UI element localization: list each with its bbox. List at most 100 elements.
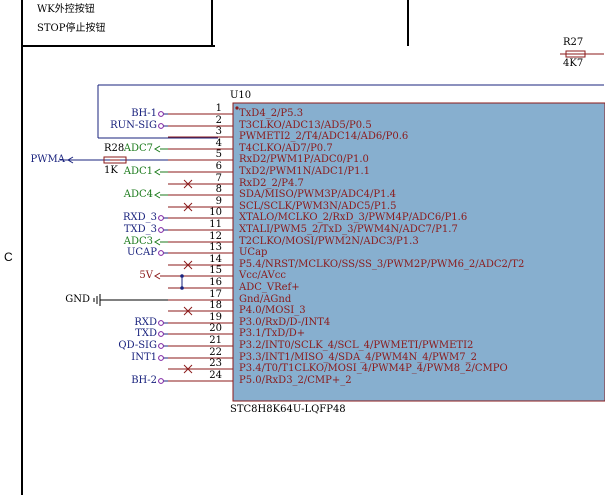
net-label-24: BH-2 — [131, 375, 157, 386]
pin-number-23: 23 — [209, 358, 222, 369]
pin-number-8: 8 — [215, 184, 222, 195]
r27-ref: R27 — [563, 37, 584, 48]
pin-number-3: 3 — [215, 126, 222, 137]
vcc-junction-b — [180, 286, 184, 290]
pin-number-1: 1 — [215, 103, 222, 114]
pin-function-24: P5.0/RxD3_2/CMP+_2 — [239, 375, 352, 386]
pin-function-18: P4.0/MOSI_3 — [239, 305, 306, 316]
net-label-4: ADC7 — [123, 143, 153, 154]
chip-part: STC8H8K64U-LQFP48 — [230, 404, 346, 415]
pin-function-10: XTALO/MCLKO_2/RxD_3/PWM4P/ADC6/P1.6 — [239, 212, 468, 223]
pin-function-19: P3.0/RxD/D-/INT4 — [239, 317, 331, 328]
vcc-net-label: 5V — [139, 270, 153, 281]
pin-function-12: T2CLKO/MOSI/PWM2N/ADC3/P1.3 — [239, 236, 419, 247]
pin-function-3: PWMETI2_2/T4/ADC14/AD6/P0.6 — [239, 131, 409, 142]
net-port-24 — [158, 378, 164, 384]
pin-function-5: RxD2/PWM1P/ADC0/P1.0 — [239, 154, 369, 165]
pin-number-11: 11 — [209, 219, 222, 230]
net-port-19 — [158, 320, 164, 326]
net-label-13: UCAP — [126, 247, 157, 258]
pwma-net-label: PWMA — [30, 154, 65, 165]
pin-number-5: 5 — [215, 149, 222, 160]
pin-function-1: TxD4_2/P5.3 — [239, 108, 304, 119]
pin-number-4: 4 — [215, 138, 222, 149]
gnd-net-label: GND — [65, 294, 90, 305]
vcc-arrow — [154, 272, 161, 280]
pin-number-22: 22 — [209, 347, 222, 358]
pin-number-2: 2 — [215, 115, 222, 126]
net-port-1 — [158, 111, 164, 117]
net-port-2 — [158, 123, 164, 129]
pin-function-15: Vcc/AVcc — [239, 270, 286, 281]
pwma-arrow — [67, 156, 74, 164]
pin-number-6: 6 — [215, 161, 222, 172]
nc-mark-b-14 — [183, 260, 193, 270]
net-arrow-6 — [154, 168, 161, 176]
pin-number-14: 14 — [209, 254, 222, 265]
pin-number-15: 15 — [209, 265, 222, 276]
net-label-20: TXD — [135, 328, 157, 339]
net-arrow-8 — [154, 191, 161, 199]
pin-number-9: 9 — [215, 196, 222, 207]
r27-value: 4K7 — [563, 58, 584, 69]
net-port-10 — [158, 215, 164, 221]
r28-ref: R28 — [104, 143, 125, 154]
pin-function-8: SDA/MISO/PWM3P/ADC4/P1.4 — [239, 189, 397, 200]
chip-ref: U10 — [230, 90, 252, 101]
pin-function-7: RxD2_2/P4.7 — [239, 178, 304, 189]
net-port-21 — [158, 343, 164, 349]
pin-function-4: T4CLKO/AD7/P0.7 — [239, 143, 333, 154]
net-label-8: ADC4 — [123, 189, 153, 200]
pin-function-22: P3.3/INT1/MISO_4/SDA_4/PWM4N_4/PWM7_2 — [239, 352, 477, 363]
chip-body — [232, 102, 605, 402]
vcc-junction-a — [180, 274, 184, 278]
pin-number-24: 24 — [209, 370, 222, 381]
pin-function-17: Gnd/AGnd — [239, 294, 292, 305]
net-label-22: INT1 — [131, 352, 157, 363]
net-port-22 — [158, 355, 164, 361]
pin-function-20: P3.1/TxD/D+ — [239, 328, 306, 339]
table-row-wk: WK外控按钮 — [37, 4, 95, 15]
r28-resistor-body — [103, 156, 127, 164]
net-label-19: RXD — [134, 317, 157, 328]
pin-number-20: 20 — [209, 323, 222, 334]
net-label-10: RXD_3 — [122, 212, 157, 223]
net-label-21: QD-SIG — [118, 340, 157, 351]
pin-function-9: SCL/SCLK/PWM3N/ADC5/P1.5 — [239, 201, 397, 212]
pin-number-10: 10 — [209, 207, 222, 218]
table-row-stop: STOP停止按钮 — [37, 23, 106, 34]
nc-mark-b-9 — [183, 202, 193, 212]
pin-function-21: P3.2/INT0/SCLK_4/SCL_4/PWMETI/PWMETI2 — [239, 340, 474, 351]
pin-number-18: 18 — [209, 300, 222, 311]
r28-value: 1K — [104, 165, 118, 176]
r27-resistor-body — [565, 50, 586, 58]
pin-function-2: T3CLKO/ADC13/AD5/P0.5 — [239, 120, 372, 131]
zone-label: C — [4, 250, 13, 264]
pin-function-6: TxD2/PWM1N/ADC1/P1.1 — [239, 166, 371, 177]
pin-number-17: 17 — [209, 289, 222, 300]
pin1-marker — [235, 106, 239, 110]
pin-number-16: 16 — [209, 277, 222, 288]
nc-mark-b-18 — [183, 306, 193, 316]
nc-mark-b-23 — [183, 364, 193, 374]
pin-function-23: P3.4/T0/T1CLKO/MOSI_4/PWM4P_4/PWM8_2/CMP… — [239, 363, 508, 374]
net-label-12: ADC3 — [123, 236, 153, 247]
pin-number-13: 13 — [209, 242, 222, 253]
nc-mark-b-7 — [183, 179, 193, 189]
net-label-1: BH-1 — [131, 108, 157, 119]
pin-function-13: UCap — [239, 247, 268, 258]
pin-number-7: 7 — [215, 173, 222, 184]
net-label-2: RUN-SIG — [110, 120, 157, 131]
net-arrow-12 — [154, 238, 161, 246]
pin-number-12: 12 — [209, 231, 222, 242]
net-port-20 — [158, 331, 164, 337]
net-label-6: ADC1 — [123, 166, 153, 177]
net-label-11: TXD_3 — [123, 224, 157, 235]
net-arrow-4 — [154, 145, 161, 153]
pin-function-16: ADC_VRef+ — [239, 282, 300, 293]
pin-function-11: XTALI/PWM5_2/TxD_3/PWM4N/ADC7/P1.7 — [239, 224, 458, 235]
net-port-11 — [158, 227, 164, 233]
net-port-13 — [158, 250, 164, 256]
pin-number-21: 21 — [209, 335, 222, 346]
